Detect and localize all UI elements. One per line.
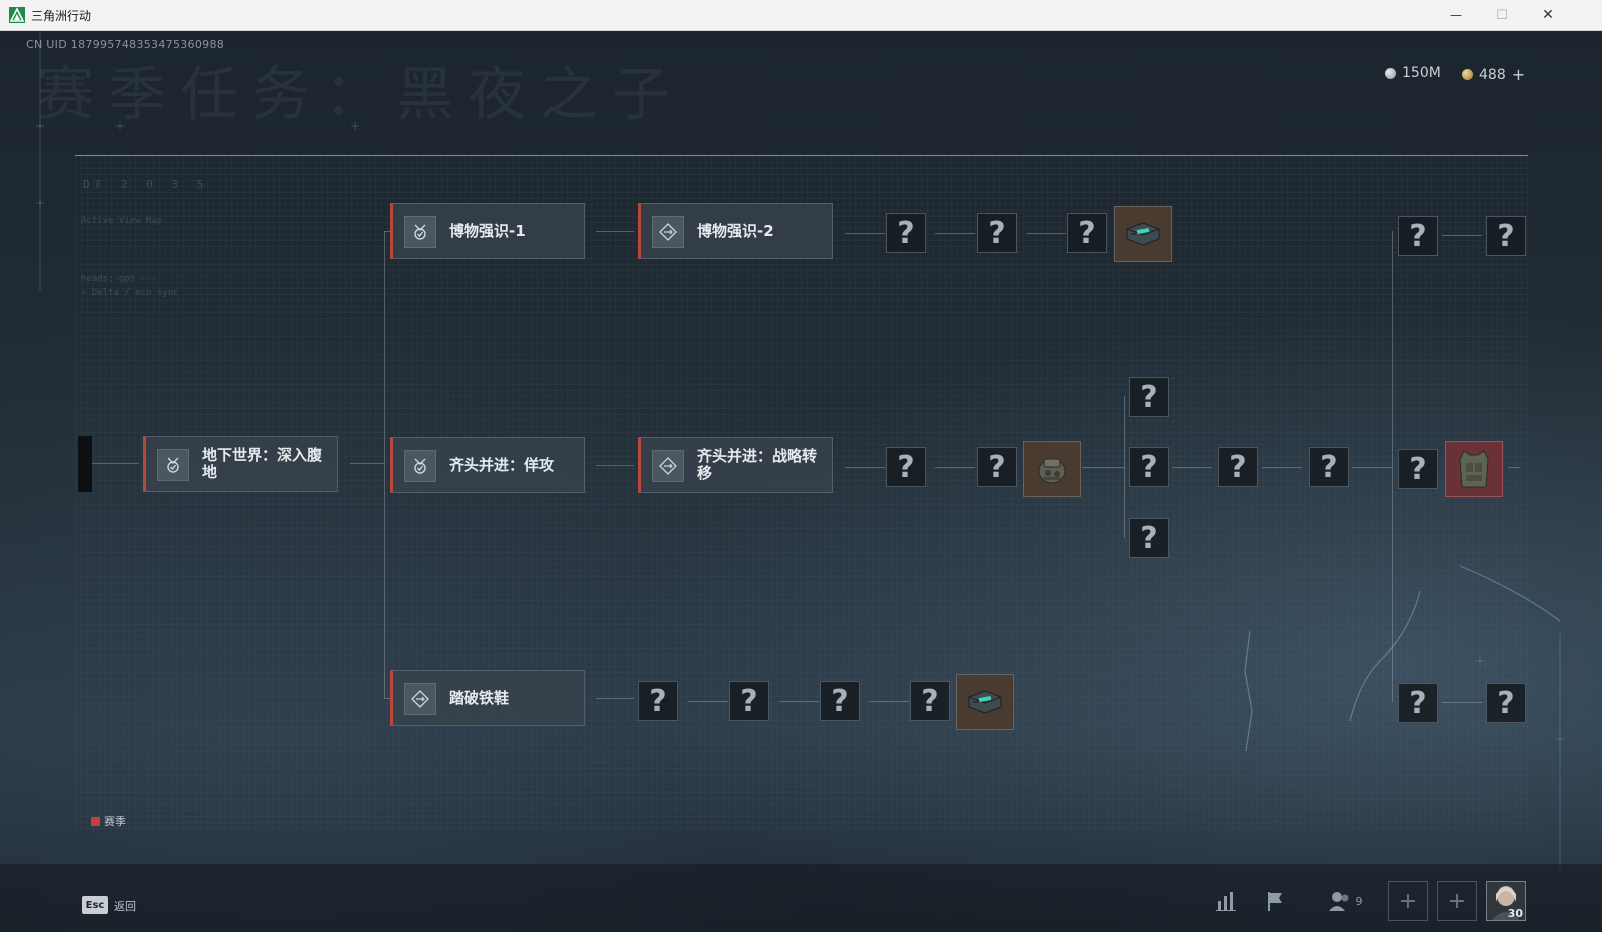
- task-node-strategic-transfer[interactable]: 齐头并进：战略转移: [638, 437, 833, 493]
- add-currency-icon[interactable]: +: [1511, 65, 1526, 84]
- deco-text-b: heads: ops ---: [81, 274, 157, 284]
- silver-currency: 150M: [1385, 65, 1441, 81]
- unknown-task-node[interactable]: ?: [886, 213, 926, 253]
- legend: 赛季: [91, 813, 126, 829]
- unknown-task-node[interactable]: ?: [1398, 449, 1438, 489]
- esc-key-hint[interactable]: Esc: [82, 896, 108, 914]
- silver-amount: 150M: [1402, 65, 1441, 81]
- unknown-task-node[interactable]: ?: [910, 681, 950, 721]
- unknown-task-node[interactable]: ?: [1129, 447, 1169, 487]
- task-node-root[interactable]: 地下世界：深入腹地: [143, 436, 338, 492]
- tree-start-tab: [78, 436, 92, 492]
- gold-currency[interactable]: 488 +: [1462, 65, 1525, 84]
- add-slot-button[interactable]: +: [1437, 881, 1477, 921]
- unknown-task-node[interactable]: ?: [1486, 683, 1526, 723]
- close-icon: ✕: [1542, 7, 1554, 23]
- plus-icon: +: [1447, 888, 1467, 914]
- maximize-button[interactable]: ☐: [1479, 0, 1525, 30]
- flag-icon: [1268, 892, 1282, 911]
- plus-icon: +: [1398, 888, 1418, 914]
- gold-amount: 488: [1479, 66, 1506, 83]
- unknown-task-node[interactable]: ?: [1398, 683, 1438, 723]
- unknown-task-node[interactable]: ?: [638, 681, 678, 721]
- medal-icon: [404, 450, 436, 482]
- task-node-museum-2[interactable]: 博物强识-2: [638, 203, 833, 259]
- medal-icon: [157, 449, 189, 481]
- unknown-task-node[interactable]: ?: [977, 447, 1017, 487]
- task-label-iron-shoes: 踏破铁鞋: [449, 688, 510, 707]
- app-logo-icon: [9, 7, 25, 23]
- reward-armor-vest[interactable]: [1445, 441, 1503, 497]
- task-node-museum-1[interactable]: 博物强识-1: [390, 203, 585, 259]
- unknown-task-node[interactable]: ?: [977, 213, 1017, 253]
- minimize-button[interactable]: —: [1433, 0, 1479, 30]
- game-viewport: CN UID 18799574835347536098​8 赛季任务：黑夜之子 …: [0, 31, 1602, 932]
- diamond-arrows-icon: [652, 216, 684, 248]
- unknown-task-node[interactable]: ?: [820, 681, 860, 721]
- deco-text-c: » Delta / eco sync: [81, 288, 179, 298]
- deco-text-a: Active View Map: [81, 216, 163, 226]
- maximize-icon: ☐: [1496, 7, 1508, 23]
- task-label-museum-1: 博物强识-1: [449, 221, 526, 240]
- window-titlebar: 三角洲行动 — ☐ ✕: [0, 0, 1602, 31]
- squad-button[interactable]: 9: [1320, 881, 1370, 921]
- unknown-task-node[interactable]: ?: [729, 681, 769, 721]
- reward-supply-case[interactable]: [1114, 206, 1172, 262]
- unknown-task-node[interactable]: ?: [1309, 447, 1349, 487]
- background-decoration: [36, 31, 1565, 871]
- reward-gear-bag[interactable]: [1023, 441, 1081, 497]
- player-avatar[interactable]: 30: [1486, 881, 1526, 921]
- stats-button[interactable]: [1206, 881, 1246, 921]
- unknown-task-node[interactable]: ?: [886, 447, 926, 487]
- supply-case-icon: [1126, 222, 1160, 246]
- back-label[interactable]: 返回: [114, 900, 136, 913]
- avatar-portrait-icon: [1487, 882, 1525, 920]
- deco-code: DF 2 0 3 5: [83, 178, 210, 191]
- task-tree-panel: DF 2 0 3 5 Active View Map heads: ops --…: [75, 155, 1528, 830]
- task-label-museum-2: 博物强识-2: [697, 221, 774, 240]
- minimize-icon: —: [1450, 8, 1462, 22]
- armor-vest-icon: [1459, 450, 1489, 488]
- unknown-task-node[interactable]: ?: [1486, 216, 1526, 256]
- diamond-arrows-icon: [404, 683, 436, 715]
- diamond-arrows-icon: [652, 450, 684, 482]
- window-title: 三角洲行动: [31, 9, 92, 23]
- unknown-task-node[interactable]: ?: [1398, 216, 1438, 256]
- task-label-strategic-transfer: 齐头并进：战略转移: [697, 447, 818, 482]
- unknown-task-node[interactable]: ?: [1129, 518, 1169, 558]
- legend-label: 赛季: [104, 815, 126, 828]
- player-level: 30: [1507, 907, 1523, 920]
- close-button[interactable]: ✕: [1525, 0, 1571, 30]
- task-node-feint[interactable]: 齐头并进：佯攻: [390, 437, 585, 493]
- player-uid: CN UID 18799574835347536098​8: [26, 38, 225, 51]
- reward-supply-case[interactable]: [956, 674, 1014, 730]
- gold-coin-icon: [1462, 69, 1473, 80]
- unknown-task-node[interactable]: ?: [1067, 213, 1107, 253]
- task-node-iron-shoes[interactable]: 踏破铁鞋: [390, 670, 585, 726]
- medal-icon: [404, 216, 436, 248]
- squad-count: 9: [1355, 894, 1363, 908]
- task-label-root: 地下世界：深入腹地: [202, 446, 323, 481]
- missions-button[interactable]: [1256, 881, 1296, 921]
- silver-coin-icon: [1385, 67, 1396, 79]
- unknown-task-node[interactable]: ?: [1218, 447, 1258, 487]
- legend-swatch: [91, 816, 100, 826]
- squad-icon: [1328, 892, 1348, 911]
- add-slot-button[interactable]: +: [1388, 881, 1428, 921]
- unknown-task-node[interactable]: ?: [1129, 377, 1169, 417]
- supply-case-icon: [968, 690, 1002, 714]
- page-title: 赛季任务：黑夜之子: [36, 60, 685, 128]
- gear-bag-icon: [1038, 458, 1066, 484]
- bar-chart-icon: [1216, 892, 1236, 911]
- task-label-feint: 齐头并进：佯攻: [449, 455, 555, 474]
